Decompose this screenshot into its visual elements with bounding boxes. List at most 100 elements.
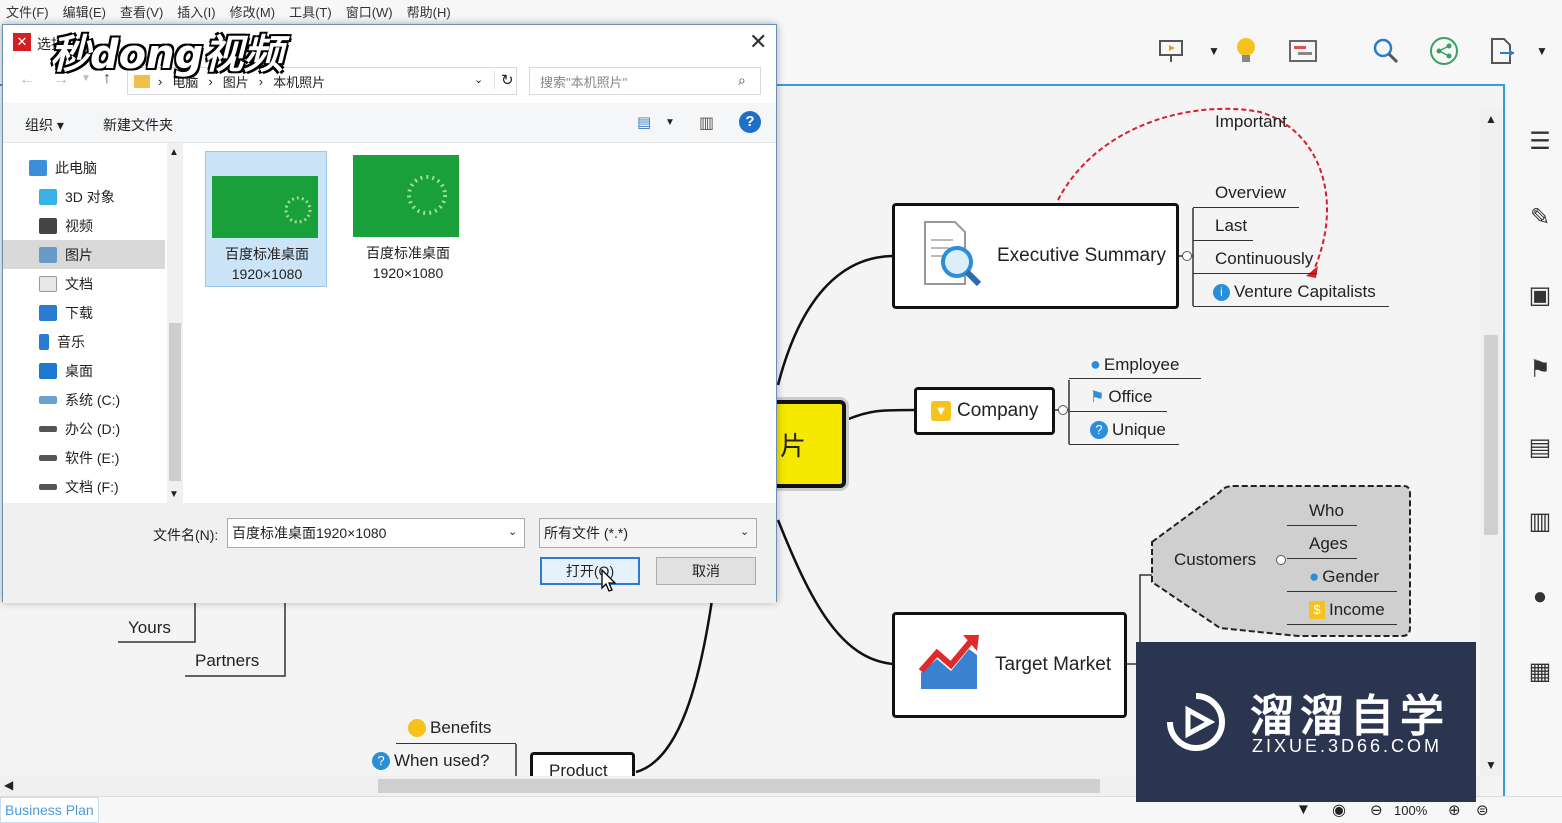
organize-button[interactable]: 组织 ▾ [25,117,64,133]
export-icon[interactable] [1486,34,1518,68]
subtopic-partners[interactable]: Partners [195,651,260,670]
scroll-down-icon[interactable]: ▼ [1485,758,1497,772]
horizontal-scroll-thumb[interactable] [378,779,1100,793]
subtopic-customers[interactable]: Customers [1174,550,1257,569]
close-icon[interactable]: ✕ [749,29,768,54]
fit-map-icon[interactable]: ⊜ [1476,802,1489,819]
back-icon[interactable]: ← [19,71,35,88]
task-clipboard-icon[interactable]: ▦ [1528,657,1552,685]
nav-item-pictures[interactable]: 图片 [3,240,165,269]
zoom-in-icon[interactable]: ⊕ [1448,802,1461,819]
collapse-handle[interactable] [1182,251,1192,261]
refresh-icon[interactable]: ↻ [494,71,514,89]
nav-item-drive-e[interactable]: 软件 (E:) [3,443,165,472]
chevron-down-icon[interactable]: ▼ [665,117,675,128]
subtopic-office[interactable]: ⚑ Office [1090,387,1152,407]
menu-insert[interactable]: 插入(I) [177,4,216,20]
subtopic-venture-capitalists[interactable]: i Venture Capitalists [1213,282,1376,302]
notes-icon[interactable]: ▥ [1528,507,1552,535]
up-icon[interactable]: ↑ [103,70,111,87]
search-input[interactable]: 搜索"本机照片" ⌕ [529,67,761,95]
nav-item-drive-c[interactable]: 系统 (C:) [3,385,165,414]
menu-window[interactable]: 窗口(W) [345,4,393,20]
search-icon[interactable] [1370,34,1402,68]
menu-modify[interactable]: 修改(M) [229,4,276,20]
subtopic-unique[interactable]: ? Unique [1090,420,1166,440]
chevron-down-icon[interactable]: ⌄ [508,526,518,538]
menu-help[interactable]: 帮助(H) [406,4,451,20]
nav-scroll-thumb[interactable] [169,323,181,481]
cancel-button[interactable]: 取消 [656,557,756,585]
chevron-down-icon[interactable]: ⌄ [474,74,484,86]
chevron-down-icon[interactable]: ▼ [1208,44,1220,58]
vertical-scroll-thumb[interactable] [1484,335,1498,535]
topic-company[interactable]: ▼ Company [914,387,1055,435]
scroll-down-icon[interactable]: ▼ [169,489,179,500]
presentation-icon[interactable] [1155,34,1187,68]
subtopic-who[interactable]: Who [1309,501,1344,520]
collapse-handle[interactable] [1276,555,1286,565]
menu-file[interactable]: 文件(F) [6,4,49,20]
topic-target-market[interactable]: Target Market [892,612,1127,718]
breadcrumb-item[interactable]: 本机照片 [273,74,326,90]
nav-item-music[interactable]: 音乐 [3,327,165,356]
recent-dropdown-icon[interactable]: ▼ [81,73,91,84]
breadcrumb-item[interactable]: 图片 [222,74,249,90]
comment-icon[interactable]: ● [1532,583,1548,610]
filter-icon[interactable]: ▼ [1296,801,1311,818]
sheet-tab[interactable]: Business Plan [0,797,99,823]
scroll-left-icon[interactable]: ◀ [4,778,14,792]
preview-pane-icon[interactable]: ▥ [699,115,715,132]
zoom-out-icon[interactable]: ⊖ [1370,802,1383,819]
new-folder-button[interactable]: 新建文件夹 [103,117,173,133]
open-button[interactable]: 打开(O) [540,557,640,585]
format-brush-icon[interactable]: ✎ [1529,203,1551,231]
filetype-select[interactable]: 所有文件 (*.*) ⌄ [539,518,757,548]
nav-item-documents[interactable]: 文档 [3,269,165,298]
nav-item-drive-f[interactable]: 文档 (F:) [3,472,165,501]
subtopic-benefits[interactable]: Benefits [408,718,491,738]
breadcrumb[interactable]: › 电脑 › 图片 › 本机照片 ⌄ ↻ [127,67,517,95]
nav-item-this-pc[interactable]: 此电脑 [3,153,165,182]
chevron-down-icon[interactable]: ▼ [1536,44,1548,58]
filename-input[interactable]: 百度标准桌面1920×1080 ⌄ [227,518,525,548]
eye-icon[interactable]: ◉ [1332,802,1346,819]
marker-flag-icon[interactable]: ⚑ [1529,355,1551,383]
topic-executive-summary[interactable]: Executive Summary [892,203,1179,309]
subtopic-continuously[interactable]: Continuously [1215,249,1314,268]
view-mode-icon[interactable]: ▤ [637,114,652,131]
forward-icon[interactable]: → [53,71,69,88]
chevron-down-icon[interactable]: ⌄ [740,526,750,538]
subtopic-income[interactable]: $ Income [1309,600,1385,620]
nav-item-desktop[interactable]: 桌面 [3,356,165,385]
subtopic-last[interactable]: Last [1215,216,1248,235]
text-style-icon[interactable]: ▤ [1528,433,1552,461]
help-icon[interactable]: ? [739,111,761,133]
nav-item-drive-d[interactable]: 办公 (D:) [3,414,165,443]
central-topic[interactable]: 片 [772,400,846,488]
relationship-label[interactable]: Important [1215,112,1287,131]
nav-item-downloads[interactable]: 下载 [3,298,165,327]
menu-edit[interactable]: 编辑(E) [62,4,106,20]
subtopic-employee[interactable]: ● Employee [1090,354,1179,375]
image-icon[interactable]: ▣ [1528,281,1552,309]
subtopic-yours[interactable]: Yours [128,618,171,637]
share-icon[interactable] [1428,34,1460,68]
collapse-handle[interactable] [1058,405,1068,415]
outline-icon[interactable]: ☰ [1529,127,1551,155]
subtopic-when-used[interactable]: ? When used? [372,751,489,771]
subtopic-overview[interactable]: Overview [1215,183,1286,202]
breadcrumb-item[interactable]: 电脑 [172,74,199,90]
subtopic-gender[interactable]: ● Gender [1309,567,1379,587]
menu-view[interactable]: 查看(V) [119,4,164,20]
nav-item-videos[interactable]: 视频 [3,211,165,240]
menu-tools[interactable]: 工具(T) [289,4,332,20]
subtopic-ages[interactable]: Ages [1309,534,1348,553]
gantt-icon[interactable] [1287,34,1319,68]
scroll-up-icon[interactable]: ▲ [1485,112,1497,126]
lightbulb-icon[interactable] [1230,34,1262,68]
nav-item-3d-objects[interactable]: 3D 对象 [3,182,165,211]
scroll-up-icon[interactable]: ▲ [169,147,179,158]
